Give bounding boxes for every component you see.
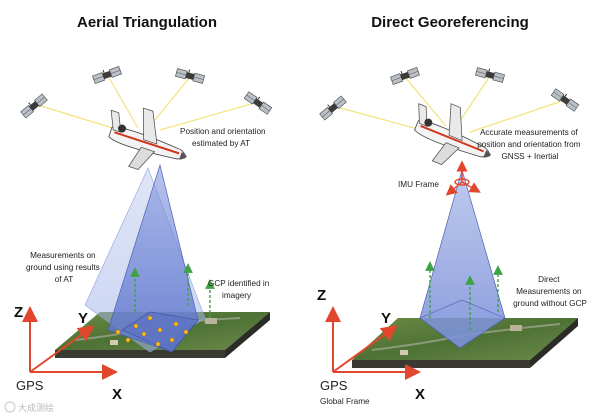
annotation-measurements: Measurements on ground using results of … (26, 251, 102, 284)
ground-measurement-points (115, 315, 189, 347)
right-panel: Direct Georeferencing (317, 14, 587, 406)
gps-axes (22, 306, 118, 380)
satellite-icon (18, 91, 48, 119)
gnss-signal-lines (332, 75, 566, 136)
axis-z-label: Z (14, 304, 23, 321)
satellite-icon (174, 66, 206, 84)
satellite-icon (474, 65, 506, 83)
annotation-imu-frame: IMU Frame (398, 180, 439, 189)
satellite-icon (550, 86, 581, 112)
watermark: 大成测绘 (4, 401, 54, 414)
axis-z-label: Z (317, 287, 326, 304)
satellite-icon (389, 65, 421, 86)
aircraft-icon (414, 103, 491, 166)
measurement-arrows (425, 261, 503, 330)
gps-label: GPS (16, 378, 44, 393)
annotation-position: Position and orientation estimated by AT (180, 127, 268, 148)
aircraft-icon (108, 107, 187, 170)
left-panel: Aerial Triangulation (14, 14, 274, 403)
axis-y-label: Y (381, 310, 391, 327)
watermark-text: 大成测绘 (18, 402, 54, 414)
satellite-icon (317, 93, 347, 121)
global-frame-label: Global Frame (320, 397, 370, 406)
annotation-direct: Direct Measurements on ground without GC… (513, 275, 587, 308)
axis-x-label: X (415, 386, 425, 403)
satellite-icon (91, 64, 123, 85)
left-panel-title: Aerial Triangulation (77, 14, 217, 31)
gps-axes (325, 306, 421, 380)
imu-frame-axes (445, 160, 481, 196)
right-panel-title: Direct Georeferencing (371, 14, 529, 31)
axis-x-label: X (112, 386, 122, 403)
satellite-icon (243, 89, 274, 115)
annotation-gcp: GCP identified in imagery (208, 279, 272, 300)
gps-label: GPS (320, 378, 348, 393)
annotation-accurate: Accurate measurements of position and or… (477, 128, 583, 161)
gcp-arrows (130, 263, 215, 318)
axis-y-label: Y (78, 310, 88, 327)
